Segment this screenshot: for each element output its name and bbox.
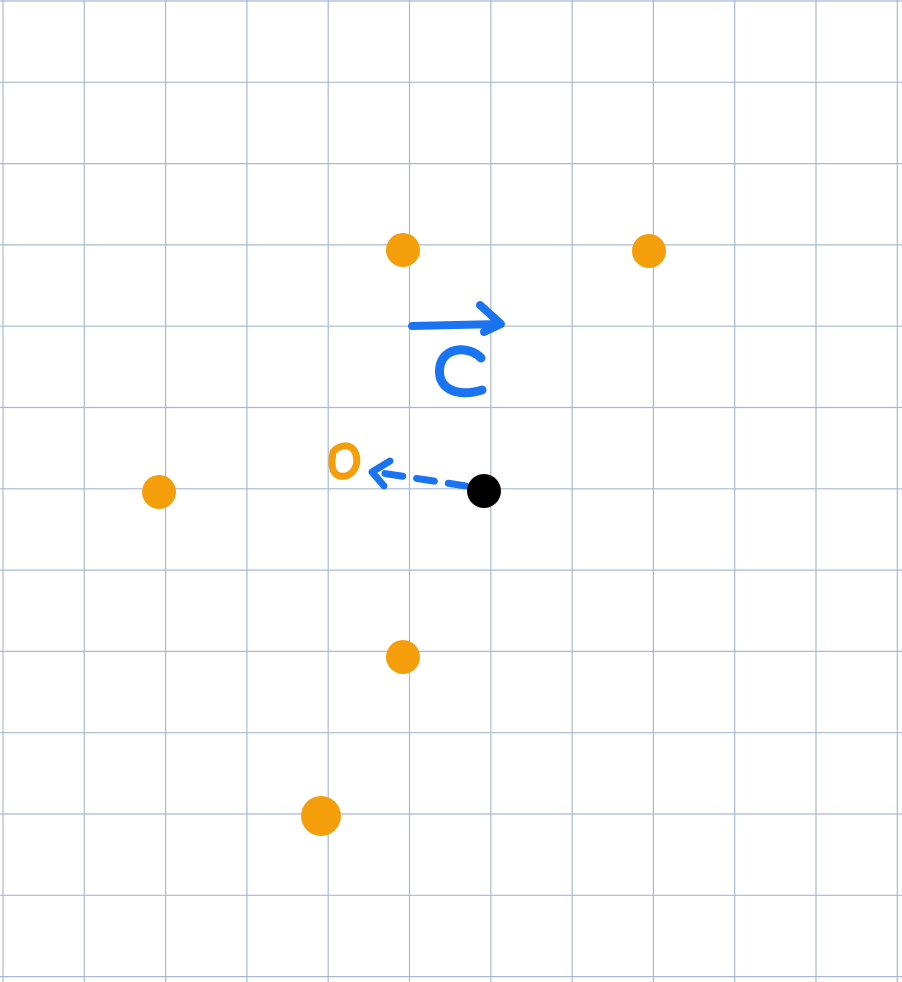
orange-point-1 [386, 233, 420, 267]
point-label-o [328, 442, 361, 480]
orange-point-2 [632, 234, 666, 268]
dashed-arrow-to-o [368, 457, 470, 490]
vector-letter-c [435, 345, 487, 398]
origin-point [467, 474, 501, 508]
orange-point-5 [301, 796, 341, 836]
orange-point-4 [386, 640, 420, 674]
dashed-arrow-shaft [371, 468, 470, 490]
dashed-arrow-head [368, 457, 394, 490]
vector-c-label-group [408, 301, 505, 398]
orange-point-3 [142, 475, 176, 509]
vector-arrow-over-c [408, 301, 505, 336]
